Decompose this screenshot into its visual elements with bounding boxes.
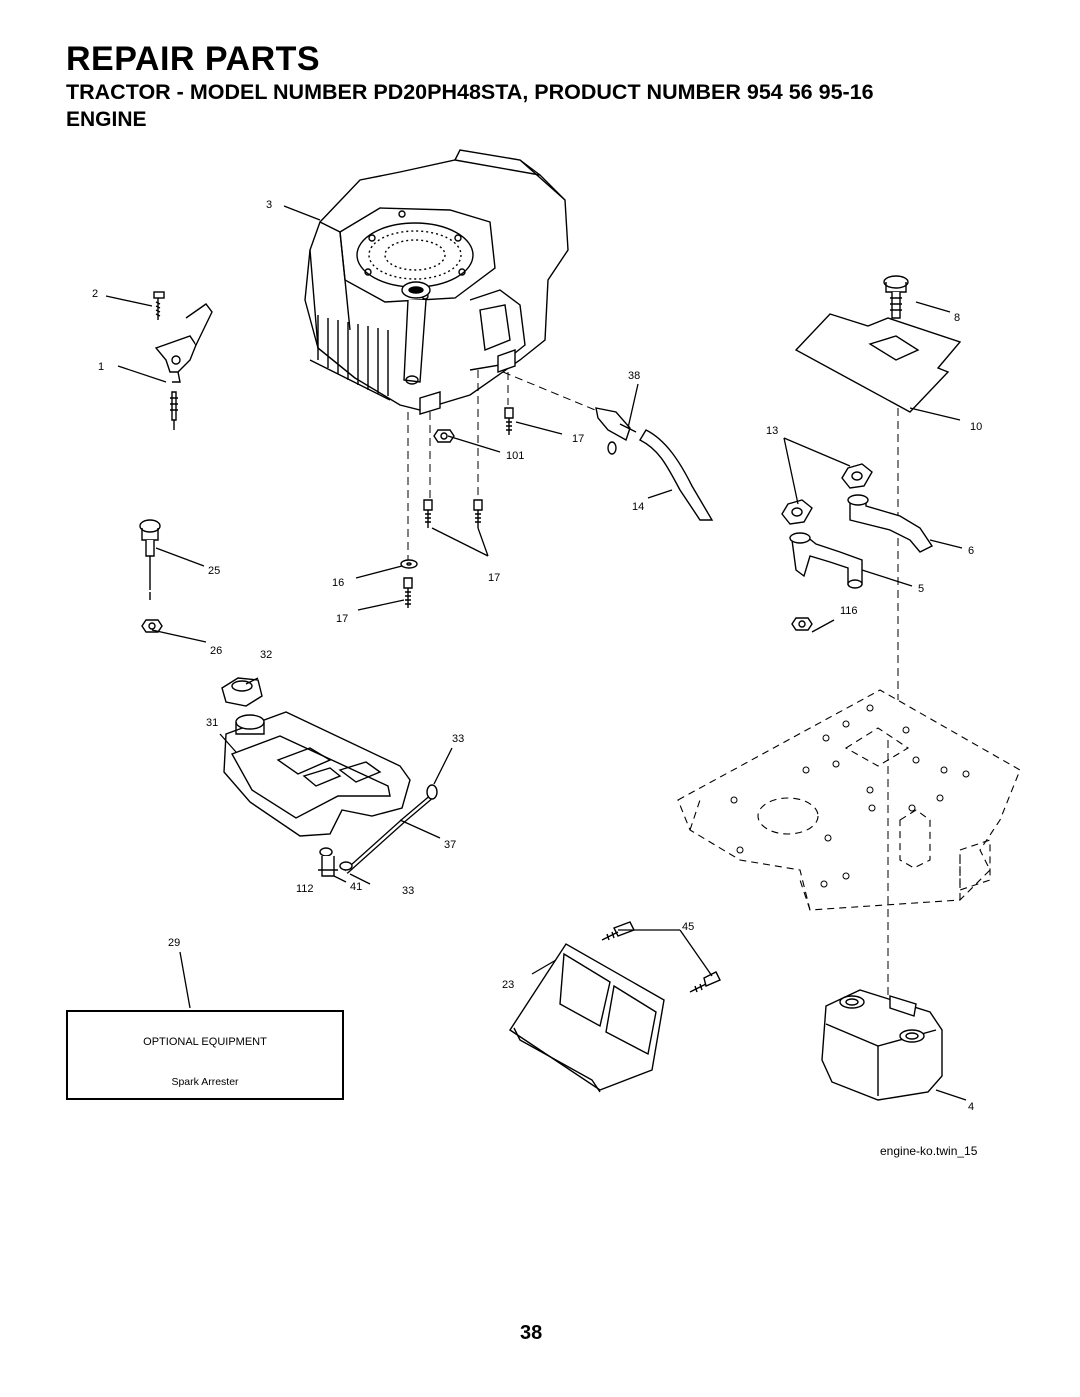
callout-2: 2 (92, 288, 98, 300)
callout-26: 26 (210, 645, 222, 657)
callout-38: 38 (628, 370, 640, 382)
callout-112: 112 (296, 883, 314, 895)
tractor-frame (677, 689, 1021, 911)
throttle-bracket-part (153, 291, 213, 430)
callout-16: 16 (332, 577, 344, 589)
callout-4: 4 (968, 1101, 974, 1113)
page-number: 38 (520, 1322, 543, 1344)
callout-14: 14 (632, 501, 644, 513)
spark-arrester-part (509, 921, 721, 1093)
callout-13: 13 (766, 425, 778, 437)
callout-101: 101 (506, 450, 524, 462)
callout-116: 116 (840, 605, 858, 617)
engine-block-part (304, 149, 569, 415)
callout-5: 5 (918, 583, 924, 595)
callout-29: 29 (168, 937, 180, 949)
model-subtitle: TRACTOR - MODEL NUMBER PD20PH48STA, PROD… (66, 80, 874, 104)
callout-17-c: 17 (336, 613, 348, 625)
callout-41: 41 (350, 881, 362, 893)
exhaust-pipes-part (781, 463, 934, 631)
alignment-lines (407, 330, 899, 1000)
callout-32: 32 (260, 649, 272, 661)
callout-33-b: 33 (402, 885, 414, 897)
callout-31: 31 (206, 717, 218, 729)
frame-holes (730, 704, 970, 888)
callout-23: 23 (502, 979, 514, 991)
callout-45: 45 (682, 921, 694, 933)
engine-fasteners (400, 407, 514, 608)
callout-33-a: 33 (452, 733, 464, 745)
optional-equipment-title: OPTIONAL EQUIPMENT (143, 1036, 267, 1048)
callout-17-b: 17 (488, 572, 500, 584)
fuel-line-part (595, 407, 714, 521)
optional-equipment-item: Spark Arrester (171, 1076, 239, 1088)
callout-37: 37 (444, 839, 456, 851)
callout-8: 8 (954, 312, 960, 324)
callout-numbers: 1 2 3 8 38 13 10 17 101 14 6 25 16 17 5 … (92, 199, 982, 1113)
callout-3: 3 (266, 199, 272, 211)
muffler-part (821, 989, 943, 1101)
callout-25: 25 (208, 565, 220, 577)
callout-1: 1 (98, 361, 104, 373)
callout-10: 10 (970, 421, 982, 433)
page-title: REPAIR PARTS (66, 40, 321, 78)
callout-17-a: 17 (572, 433, 584, 445)
dipstick-part (139, 519, 163, 633)
callout-leaders (105, 205, 967, 1101)
optional-equipment-box: OPTIONAL EQUIPMENT Spark Arrester (66, 1010, 344, 1100)
figure-id: engine-ko.twin_15 (880, 1144, 978, 1158)
heat-shield-part (794, 275, 962, 413)
section-heading: ENGINE (66, 108, 147, 131)
callout-6: 6 (968, 545, 974, 557)
fuel-tank-part (221, 677, 438, 877)
